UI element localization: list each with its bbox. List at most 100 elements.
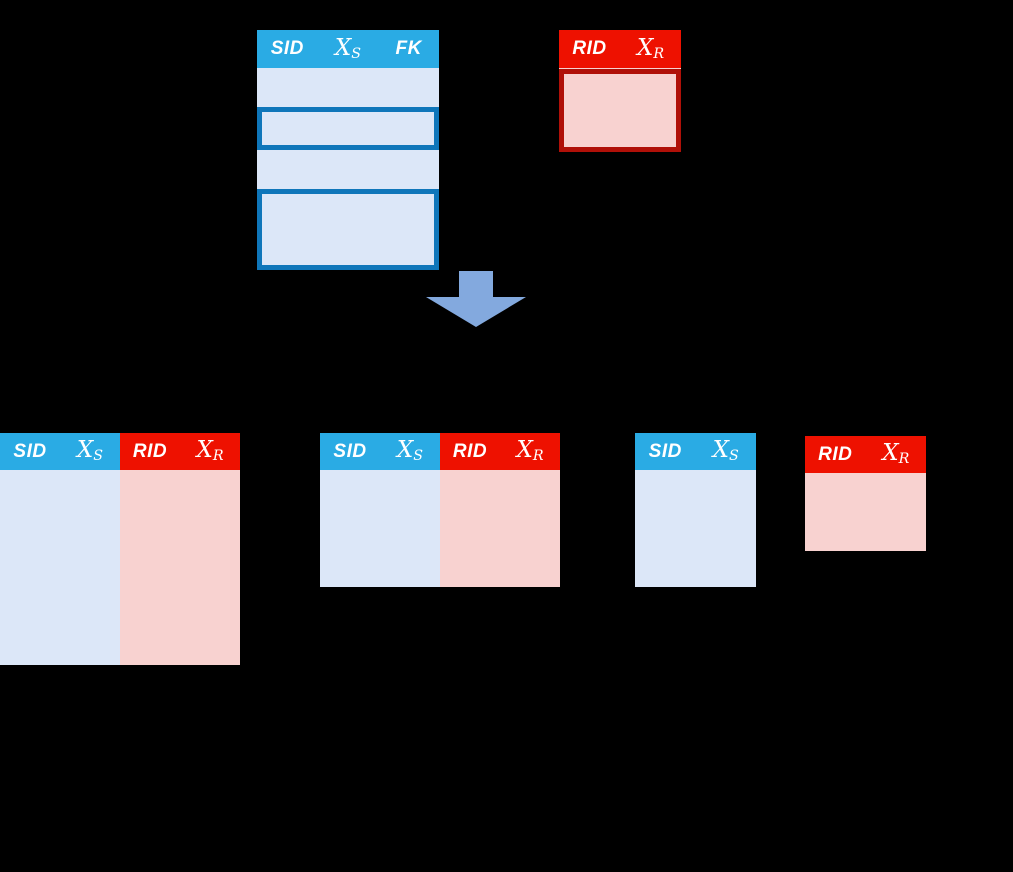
table-cell[interactable] — [257, 228, 318, 268]
table-cell[interactable] — [695, 470, 756, 509]
table-cell[interactable] — [440, 470, 500, 509]
table-cell[interactable] — [635, 509, 696, 548]
table-cell[interactable] — [865, 512, 926, 551]
table-row[interactable] — [805, 473, 926, 512]
table-cell[interactable] — [180, 587, 240, 626]
table-cell[interactable] — [180, 626, 240, 665]
table-cell[interactable] — [500, 509, 560, 548]
table-cell[interactable] — [320, 548, 380, 587]
table-cell[interactable] — [559, 68, 620, 109]
column-header-sid[interactable]: SID — [257, 30, 318, 68]
table-cell[interactable] — [0, 626, 60, 665]
table-row[interactable] — [257, 228, 439, 268]
table-row[interactable] — [635, 548, 756, 587]
table-cell[interactable] — [60, 626, 120, 665]
table-cell[interactable] — [805, 512, 866, 551]
table-cell[interactable] — [378, 68, 439, 108]
table-cell[interactable] — [620, 109, 681, 150]
table-cell[interactable] — [257, 68, 318, 108]
table-cell[interactable] — [317, 68, 379, 108]
table-row[interactable] — [257, 188, 439, 228]
table-row[interactable] — [257, 68, 439, 108]
table-cell[interactable] — [120, 470, 180, 509]
table-row[interactable] — [320, 548, 560, 587]
table-cell[interactable] — [380, 548, 440, 587]
table-row[interactable] — [257, 148, 439, 188]
table-cell[interactable] — [378, 228, 439, 268]
table-cell[interactable] — [805, 473, 866, 512]
table-cell[interactable] — [378, 148, 439, 188]
column-header-sid[interactable]: SID — [0, 433, 60, 470]
table-cell[interactable] — [620, 68, 681, 109]
table-cell[interactable] — [865, 473, 926, 512]
table-cell[interactable] — [440, 548, 500, 587]
table-cell[interactable] — [695, 509, 756, 548]
table-row[interactable] — [0, 509, 240, 548]
table-cell[interactable] — [378, 108, 439, 148]
table-row[interactable] — [559, 68, 681, 109]
column-header-x-r[interactable]: XR — [180, 433, 240, 470]
table-cell[interactable] — [120, 626, 180, 665]
table-cell[interactable] — [257, 188, 318, 228]
table-cell[interactable] — [120, 587, 180, 626]
table-cell[interactable] — [120, 509, 180, 548]
table-cell[interactable] — [317, 188, 379, 228]
column-header-x-s[interactable]: XS — [60, 433, 120, 470]
table-cell[interactable] — [0, 509, 60, 548]
table-cell[interactable] — [500, 470, 560, 509]
table-row[interactable] — [635, 470, 756, 509]
column-header-rid[interactable]: RID — [440, 433, 500, 470]
table-cell[interactable] — [257, 148, 318, 188]
table-cell[interactable] — [0, 587, 60, 626]
column-header-x-r[interactable]: XR — [620, 30, 681, 68]
column-header-rid[interactable]: RID — [120, 433, 180, 470]
column-header-x-r[interactable]: XR — [865, 436, 926, 473]
table-cell[interactable] — [695, 548, 756, 587]
table-cell[interactable] — [60, 509, 120, 548]
table-cell[interactable] — [440, 509, 500, 548]
column-header-fk[interactable]: FK — [378, 30, 439, 68]
table-row[interactable] — [559, 109, 681, 150]
table-cell[interactable] — [60, 470, 120, 509]
table-cell[interactable] — [317, 108, 379, 148]
column-header-x-s[interactable]: XS — [695, 433, 756, 470]
table-cell[interactable] — [180, 548, 240, 587]
column-header-rid[interactable]: RID — [559, 30, 620, 68]
table-cell[interactable] — [180, 509, 240, 548]
table-row[interactable] — [0, 587, 240, 626]
table-cell[interactable] — [60, 548, 120, 587]
table-cell[interactable] — [378, 188, 439, 228]
table-row[interactable] — [257, 108, 439, 148]
table-row[interactable] — [0, 626, 240, 665]
table-cell[interactable] — [180, 470, 240, 509]
table-cell[interactable] — [0, 548, 60, 587]
column-header-x-r[interactable]: XR — [500, 433, 560, 470]
table-row[interactable] — [0, 470, 240, 509]
table-cell[interactable] — [559, 109, 620, 150]
table-cell[interactable] — [320, 509, 380, 548]
column-header-sid[interactable]: SID — [635, 433, 696, 470]
column-header-sid[interactable]: SID — [320, 433, 380, 470]
table-cell[interactable] — [380, 470, 440, 509]
column-header-rid[interactable]: RID — [805, 436, 866, 473]
table-cell[interactable] — [120, 548, 180, 587]
table-cell[interactable] — [635, 470, 696, 509]
table-cell[interactable] — [317, 228, 379, 268]
table-cell[interactable] — [317, 148, 379, 188]
column-header-x-s[interactable]: XS — [317, 30, 379, 68]
table-row[interactable] — [320, 470, 560, 509]
table-cell[interactable] — [320, 470, 380, 509]
table-row[interactable] — [320, 509, 560, 548]
table-row[interactable] — [0, 548, 240, 587]
table-cell[interactable] — [0, 470, 60, 509]
table-cell[interactable] — [500, 548, 560, 587]
table-row[interactable] — [635, 509, 756, 548]
table-cell[interactable] — [635, 548, 696, 587]
table-cell[interactable] — [257, 108, 318, 148]
table-cell[interactable] — [380, 509, 440, 548]
